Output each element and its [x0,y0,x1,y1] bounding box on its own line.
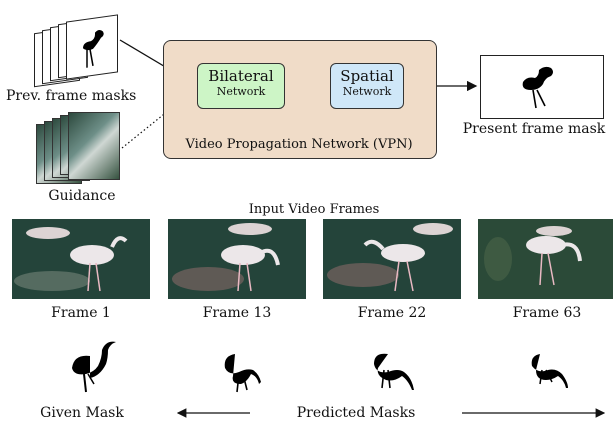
spatial-title: Spatial [340,67,394,85]
given-mask-silhouette [72,341,116,393]
frame-label: Frame 13 [202,305,272,321]
frame-label: Frame 63 [512,305,582,321]
video-frame-1 [12,219,150,299]
guidance-card-front [68,112,120,180]
frame-label: Frame 1 [51,305,111,321]
video-frame-13 [168,219,306,299]
frames-section-title: Input Video Frames [248,202,380,217]
bilateral-network-box: Bilateral Network [197,63,285,109]
spatial-network-box: Spatial Network [330,63,404,109]
predicted-mask-silhouette [374,353,414,390]
given-mask-label: Given Mask [40,405,124,421]
video-frame-22 [323,219,461,299]
bilateral-title: Bilateral [208,67,274,85]
present-mask-box [480,55,604,119]
frame-label: Frame 22 [357,305,427,321]
guidance-label: Guidance [48,188,116,204]
predicted-masks-label: Predicted Masks [292,405,420,421]
bilateral-subtitle: Network [216,85,266,98]
mask-card-front [66,14,118,80]
flamingo-mask-icon [522,66,553,109]
flamingo-mask-icon [83,30,104,68]
predicted-mask-silhouette [531,354,568,388]
video-frame-63 [478,219,613,299]
predicted-mask-silhouette [224,354,261,393]
vpn-title: Video Propagation Network (VPN) [185,137,413,152]
present-mask-label: Present frame mask [462,121,606,137]
spatial-subtitle: Network [342,85,392,98]
prev-masks-label: Prev. frame masks [6,88,137,104]
